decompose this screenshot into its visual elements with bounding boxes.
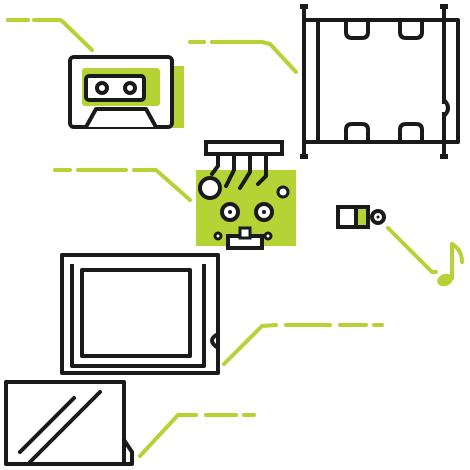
callout-line-cassette-path [6, 18, 94, 52]
callout-line-pcb [53, 168, 192, 202]
music-note-icon [437, 242, 464, 287]
callout-line-shell [188, 40, 298, 74]
callout-line-jack [386, 226, 438, 274]
callout-line-glass [138, 413, 256, 458]
cassette-icon [68, 55, 184, 129]
jack-icon [336, 205, 386, 229]
shell-frame-icon [300, 4, 460, 159]
pcb-icon [196, 140, 296, 250]
callout-line-frame [222, 323, 384, 366]
frame-icon [60, 253, 220, 375]
callout-lines [6, 18, 438, 458]
glass-panel-icon [4, 380, 134, 466]
